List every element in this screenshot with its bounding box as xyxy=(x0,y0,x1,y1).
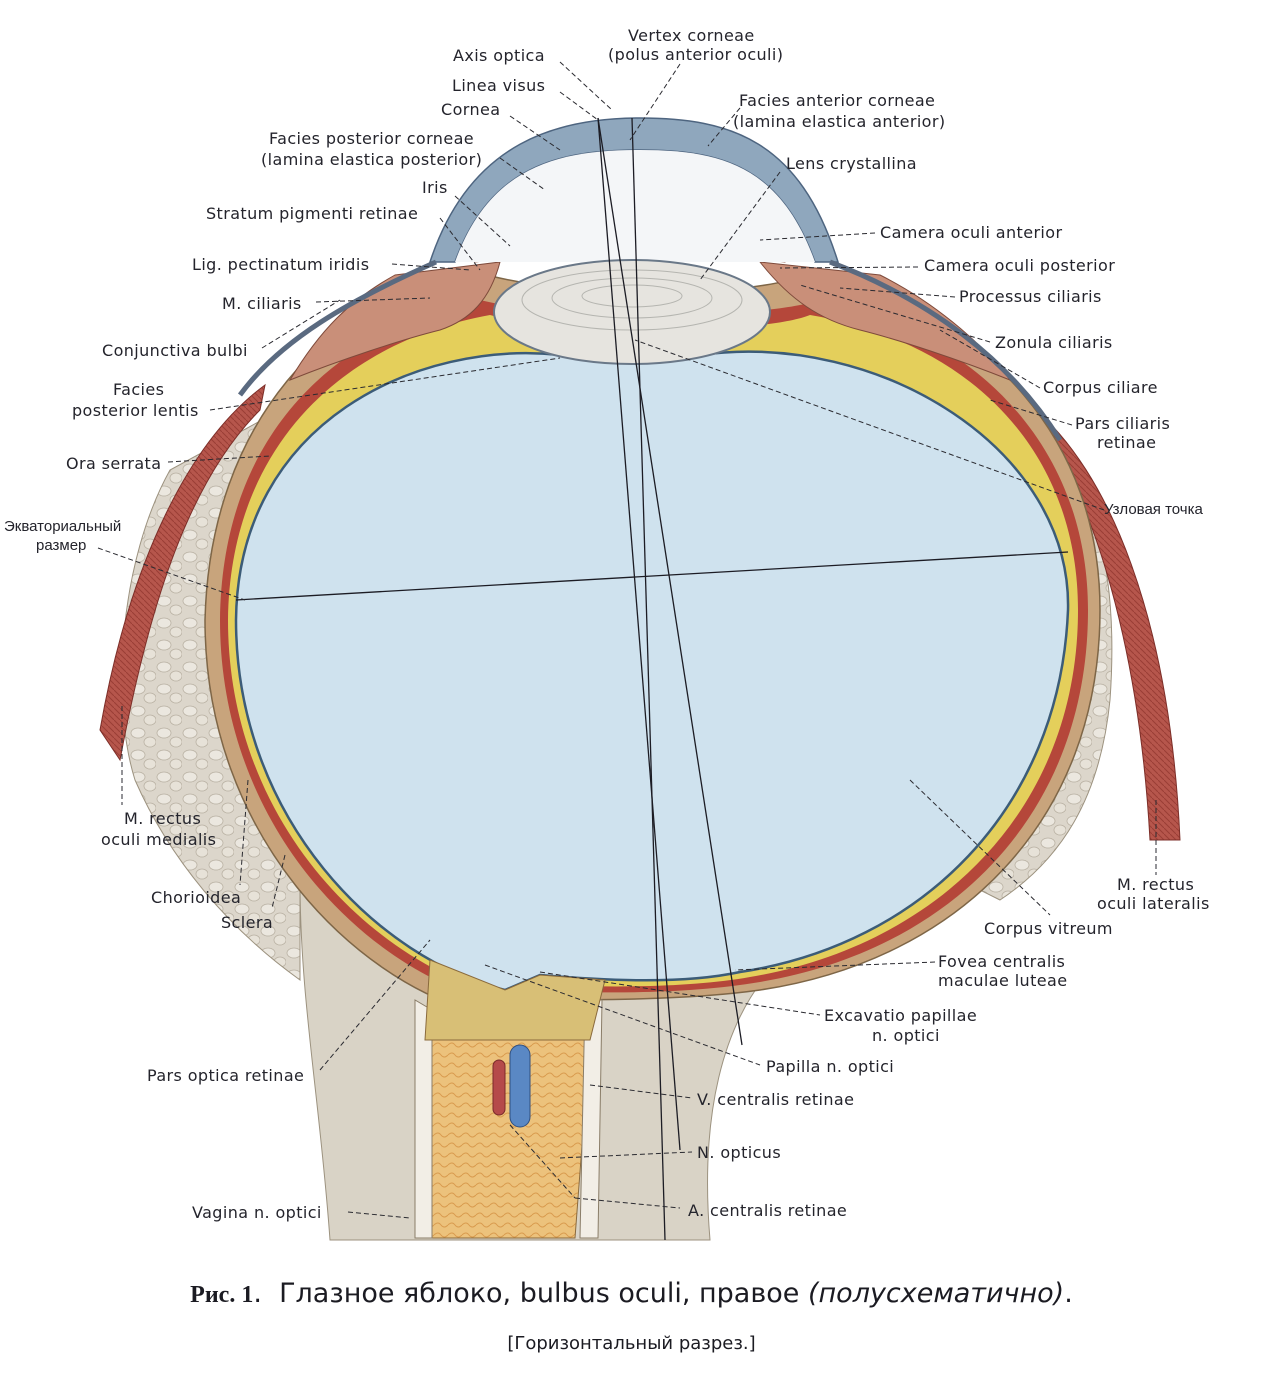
conjunctiva-right xyxy=(829,259,1063,442)
figure-number: Рис. 1 xyxy=(190,1282,254,1308)
label-vertex2: (polus anterior oculi) xyxy=(608,45,783,64)
figure-subcaption: [Горизонтальный разрез.] xyxy=(507,1333,756,1354)
label-lig: Lig. pectinatum iridis xyxy=(192,255,369,274)
ciliary-body-right xyxy=(758,261,1012,382)
label-cam-post: Camera oculi posterior xyxy=(924,256,1115,275)
label-n-opticus: N. opticus xyxy=(697,1143,781,1162)
label-a-central: A. centralis retinae xyxy=(688,1201,847,1220)
label-chorioidea: Chorioidea xyxy=(151,888,241,907)
conjunctiva-left xyxy=(237,259,438,397)
lens xyxy=(493,259,771,365)
label-linea: Linea visus xyxy=(452,76,545,95)
label-fac-post2: (lamina elastica posterior) xyxy=(261,150,482,169)
label-fpl1: Facies xyxy=(113,380,164,399)
label-processus: Processus ciliaris xyxy=(959,287,1102,306)
caption-text: Глазное яблоко, bulbus oculi, правое xyxy=(279,1278,808,1309)
nerve-sheath-left xyxy=(414,999,433,1239)
label-papilla: Papilla n. optici xyxy=(766,1057,894,1076)
label-rect-med: M. rectus xyxy=(124,809,201,828)
label-rect-med2: oculi medialis xyxy=(101,830,216,849)
label-fac-ant: Facies anterior corneae xyxy=(739,91,935,110)
label-excavatio: Excavatio papillae xyxy=(824,1006,977,1025)
label-pars-opt: Pars optica retinae xyxy=(147,1066,304,1085)
figure-caption: Рис. 1. Глазное яблоко, bulbus oculi, пр… xyxy=(190,1278,1073,1309)
label-fac-ant2: (lamina elastica anterior) xyxy=(733,112,946,131)
label-cam-ant: Camera oculi anterior xyxy=(880,223,1062,242)
label-rect-lat: M. rectus xyxy=(1117,875,1194,894)
label-v-central: V. centralis retinae xyxy=(697,1090,854,1109)
label-fac-post: Facies posterior corneae xyxy=(269,129,474,148)
vitreous-body xyxy=(234,350,1070,992)
label-sclera: Sclera xyxy=(221,913,273,932)
leader-lines xyxy=(97,61,1157,1219)
label-excavatio2: n. optici xyxy=(872,1026,940,1045)
label-fpl2: posterior lentis xyxy=(72,401,199,420)
equatorial-line xyxy=(235,551,1069,601)
label-ora: Ora serrata xyxy=(66,454,161,473)
ciliary-body-left xyxy=(288,261,501,382)
label-vertex: Vertex corneae xyxy=(628,26,755,45)
label-equator: Экваториальный xyxy=(4,518,121,535)
optic-nerve xyxy=(424,1039,591,1239)
label-equator2: размер xyxy=(36,537,86,554)
vertical-axis xyxy=(631,117,666,1241)
label-pars-cil2: retinae xyxy=(1097,433,1156,452)
label-vitreum: Corpus vitreum xyxy=(984,919,1113,938)
label-axis: Axis optica xyxy=(453,46,545,65)
label-rect-lat2: oculi lateralis xyxy=(1097,894,1210,913)
label-corpus-cil: Corpus ciliare xyxy=(1043,378,1158,397)
axis-optica xyxy=(597,117,681,1151)
label-stratum: Stratum pigmenti retinae xyxy=(206,204,418,223)
labels: Vertex corneae (polus anterior oculi) Ax… xyxy=(4,26,1210,1222)
label-pars-cil: Pars ciliaris xyxy=(1075,414,1170,433)
eyeball-section-diagram: Vertex corneae (polus anterior oculi) Ax… xyxy=(4,26,1210,1241)
central-artery xyxy=(492,1059,506,1116)
caption-hint: (полусхематично) xyxy=(807,1278,1065,1309)
label-cornea: Cornea xyxy=(441,100,500,119)
label-iris: Iris xyxy=(422,178,448,197)
label-fovea: Fovea centralis xyxy=(938,952,1065,971)
rectus-medialis xyxy=(99,383,266,762)
caption-end: . xyxy=(1064,1278,1073,1309)
optic-disc xyxy=(424,959,606,1041)
central-vein xyxy=(509,1044,531,1128)
linea-visus xyxy=(597,117,743,1046)
label-fovea2: maculae luteae xyxy=(938,971,1067,990)
label-ciliaris: M. ciliaris xyxy=(222,294,302,313)
rectus-lateralis xyxy=(1029,404,1181,841)
label-lens: Lens crystallina xyxy=(786,154,917,173)
label-zonula: Zonula ciliaris xyxy=(995,333,1113,352)
label-conj: Conjunctiva bulbi xyxy=(102,341,248,360)
label-vagina: Vagina n. optici xyxy=(192,1203,322,1222)
label-node: Узловая точка xyxy=(1104,501,1204,518)
